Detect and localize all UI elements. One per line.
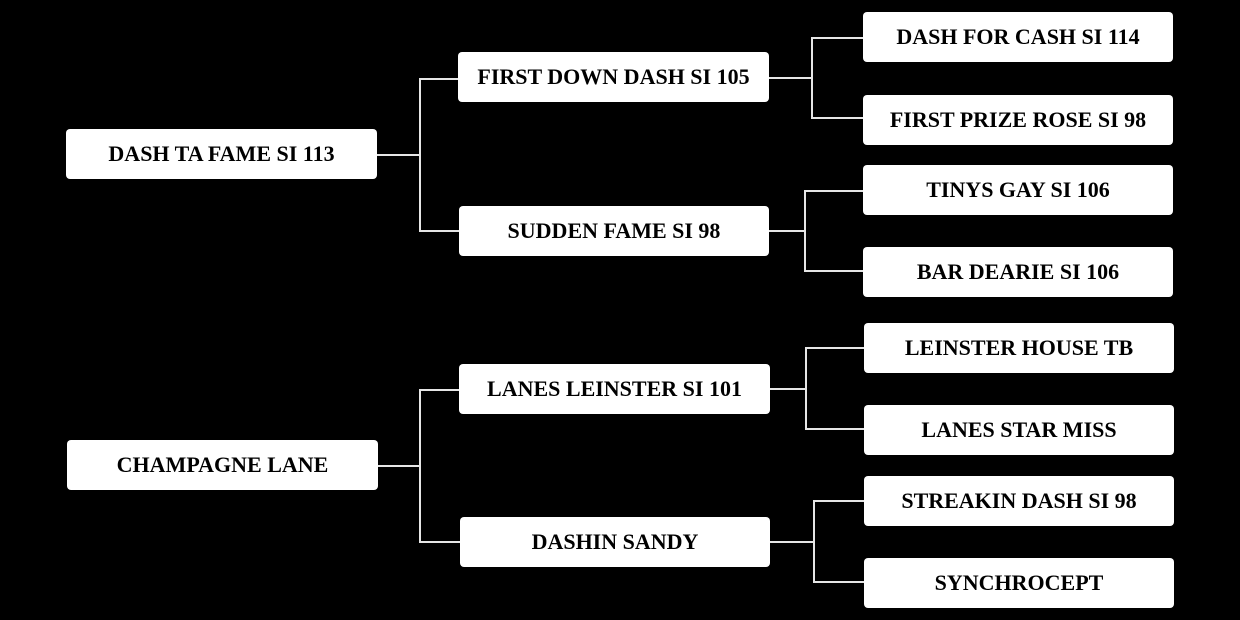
sire-sire-box: FIRST DOWN DASH SI 105 — [458, 52, 769, 102]
connector — [804, 190, 806, 272]
connector — [813, 581, 864, 583]
connector — [378, 465, 421, 467]
connector — [811, 37, 813, 119]
connector — [419, 78, 421, 232]
sire-box: DASH TA FAME SI 113 — [66, 129, 377, 179]
connector — [811, 37, 863, 39]
connector — [419, 230, 459, 232]
connector — [805, 347, 807, 430]
connector — [377, 154, 421, 156]
connector — [813, 500, 864, 502]
dam-dam-box: DASHIN SANDY — [460, 517, 770, 567]
connector — [419, 389, 460, 391]
connector — [804, 190, 863, 192]
connector — [805, 428, 864, 430]
connector — [769, 77, 812, 79]
connector — [811, 117, 863, 119]
connector — [813, 500, 815, 583]
sire-dam-sire-box: TINYS GAY SI 106 — [863, 165, 1173, 215]
dam-sire-sire-box: LEINSTER HOUSE TB — [864, 323, 1174, 373]
connector — [770, 541, 814, 543]
sire-sire-sire-box: DASH FOR CASH SI 114 — [863, 12, 1173, 62]
sire-dam-dam-box: BAR DEARIE SI 106 — [863, 247, 1173, 297]
connector — [804, 270, 863, 272]
sire-dam-box: SUDDEN FAME SI 98 — [459, 206, 769, 256]
dam-box: CHAMPAGNE LANE — [67, 440, 378, 490]
dam-dam-sire-box: STREAKIN DASH SI 98 — [864, 476, 1174, 526]
dam-sire-dam-box: LANES STAR MISS — [864, 405, 1174, 455]
dam-dam-dam-box: SYNCHROCEPT — [864, 558, 1174, 608]
dam-sire-box: LANES LEINSTER SI 101 — [459, 364, 770, 414]
connector — [770, 388, 806, 390]
connector — [419, 389, 421, 543]
connector — [805, 347, 864, 349]
connector — [419, 541, 460, 543]
connector — [769, 230, 805, 232]
connector — [419, 78, 459, 80]
sire-sire-dam-box: FIRST PRIZE ROSE SI 98 — [863, 95, 1173, 145]
